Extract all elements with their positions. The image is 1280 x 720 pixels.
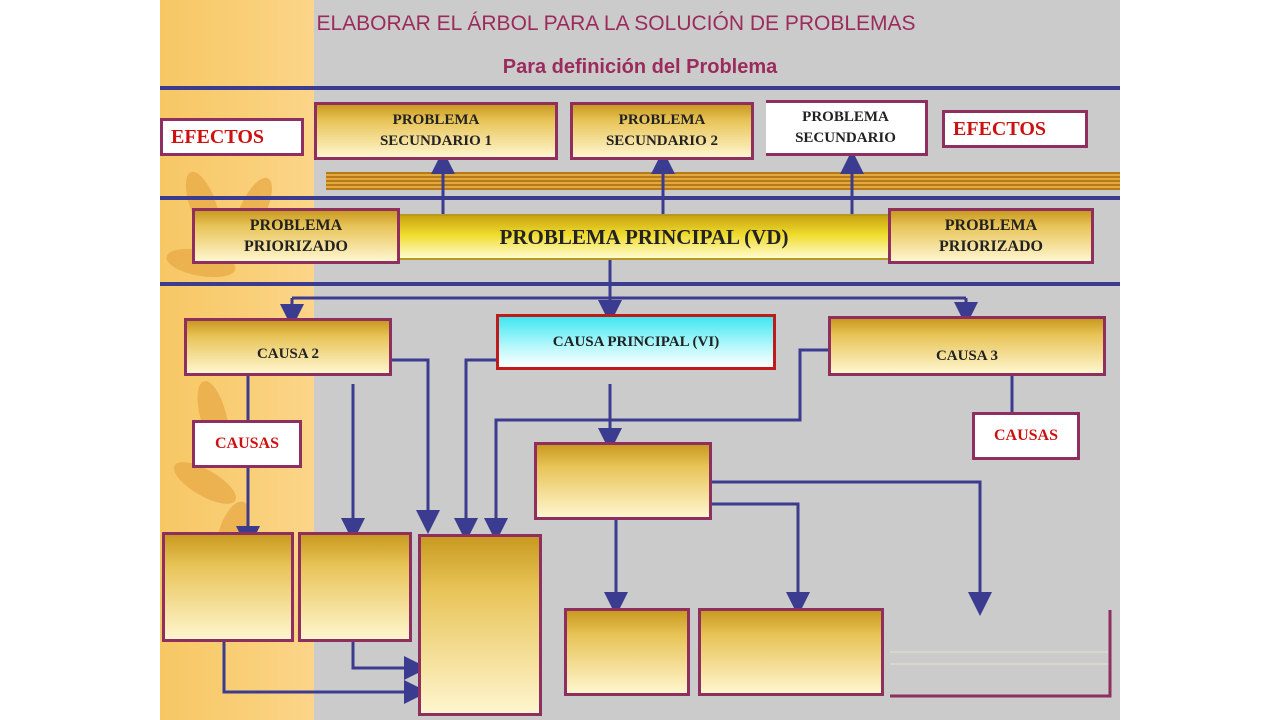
prioritized-line1: PROBLEMA [249, 217, 343, 234]
prioritized-line1: PROBLEMA [944, 217, 1038, 234]
secondary-problem-line2: SECUNDARIO 2 [605, 133, 719, 149]
cause-principal: CAUSA PRINCIPAL (VI) [496, 314, 776, 370]
effects-label-right: EFECTOS [942, 110, 1088, 148]
causes-right: CAUSAS [972, 412, 1080, 460]
divider-line [160, 282, 1120, 286]
slide-title: ELABORAR EL ÁRBOL PARA LA SOLUCIÓN DE PR… [316, 12, 916, 35]
secondary-problem-line1: PROBLEMA [618, 112, 706, 128]
divider-line [160, 196, 1120, 200]
secondary-problem-1: PROBLEMA SECUNDARIO 1 [314, 102, 558, 160]
divider-line [160, 86, 1120, 90]
connector-lines [222, 150, 1112, 704]
cause-3: CAUSA 3 [828, 316, 1106, 376]
prioritized-problem-right: PROBLEMA PRIORIZADO [888, 208, 1094, 264]
cause-2: CAUSA 2 [184, 318, 392, 376]
slide-subtitle: Para definición del Problema [502, 56, 778, 78]
empty-box [698, 608, 884, 696]
prioritized-problem-left: PROBLEMA PRIORIZADO [192, 208, 400, 264]
effects-label-left: EFECTOS [160, 118, 304, 156]
slide: ELABORAR EL ÁRBOL PARA LA SOLUCIÓN DE PR… [160, 0, 1120, 720]
secondary-problem-3: PROBLEMA SECUNDARIO [766, 100, 928, 156]
prioritized-line2: PRIORIZADO [938, 238, 1043, 255]
secondary-problem-line1: PROBLEMA [802, 109, 889, 125]
causes-left: CAUSAS [192, 420, 302, 468]
empty-box [418, 534, 542, 716]
secondary-problem-line1: PROBLEMA [392, 112, 480, 128]
empty-box [298, 532, 412, 642]
prioritized-line2: PRIORIZADO [243, 238, 348, 255]
decorative-band [326, 172, 1120, 190]
empty-box [564, 608, 690, 696]
main-problem: PROBLEMA PRINCIPAL (VD) [398, 214, 890, 260]
secondary-problem-2: PROBLEMA SECUNDARIO 2 [570, 102, 754, 160]
empty-box [534, 442, 712, 520]
secondary-problem-line2: SECUNDARIO 1 [379, 133, 493, 149]
secondary-problem-line2: SECUNDARIO [795, 130, 896, 146]
empty-box [162, 532, 294, 642]
